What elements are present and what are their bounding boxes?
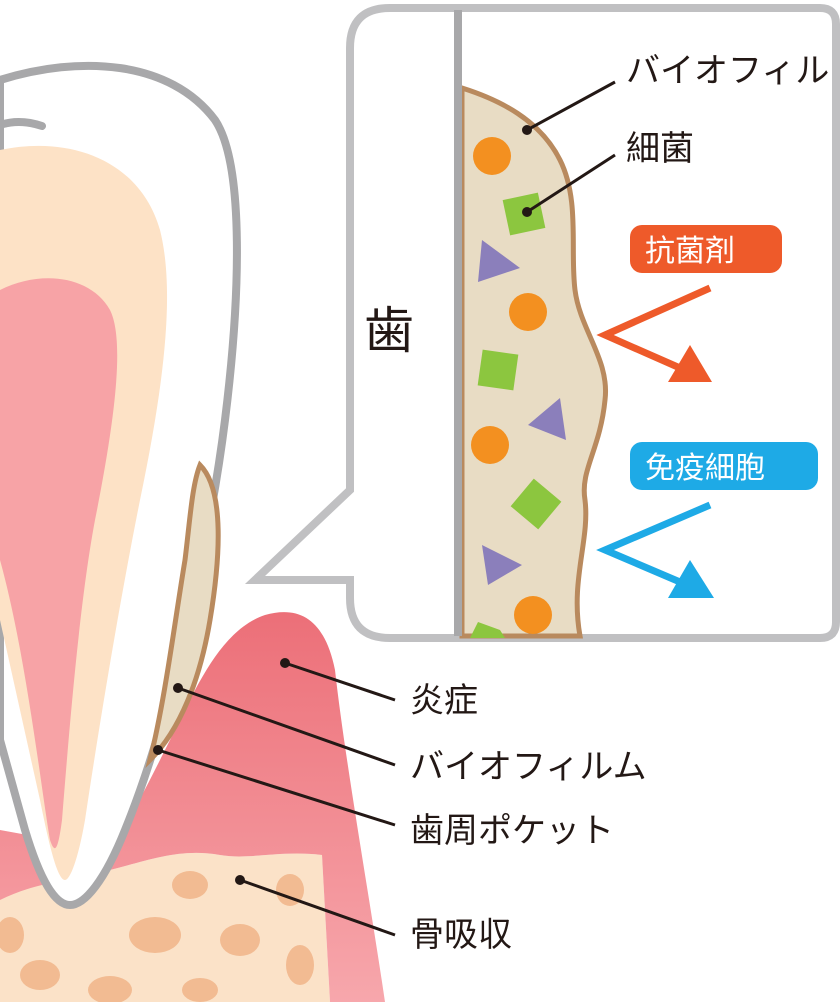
- bacteria-triangle: [482, 545, 522, 585]
- immune-arrow: [596, 501, 714, 598]
- bacteria-square: [470, 622, 505, 638]
- biofilm-label: バイオフィルム: [410, 747, 647, 787]
- antibacterial-arrow: [596, 284, 712, 382]
- bacteria-circle: [473, 137, 511, 175]
- tooth: [0, 61, 241, 910]
- zoom-callout: [244, 4, 840, 642]
- bacteria-circle: [509, 293, 547, 331]
- tooth-label: 歯: [364, 302, 414, 360]
- bacteria-circle: [471, 426, 509, 464]
- bacteria-square: [477, 349, 519, 391]
- periodontal-pocket-label: 歯周ポケット: [410, 811, 614, 851]
- biofilm-callout-label: バイオフィル: [626, 51, 829, 91]
- bone-resorption-label: 骨吸収: [410, 915, 512, 955]
- antibacterial-badge: [630, 225, 782, 273]
- bacteria: [470, 137, 566, 638]
- immune-cell-label: 免疫細胞: [645, 451, 765, 486]
- immune-badge: [630, 442, 818, 490]
- bacteria-label: 細菌: [626, 129, 694, 169]
- bacteria-triangle: [528, 398, 566, 440]
- tooth-biofilm: [145, 460, 221, 769]
- leader-lines: [157, 80, 616, 937]
- inflammation-label: 炎症: [410, 681, 478, 721]
- gum: [0, 612, 385, 1002]
- bacteria-circle: [514, 596, 552, 634]
- bacteria-square: [510, 478, 562, 530]
- bacteria-triangle: [478, 240, 520, 282]
- antibacterial-label: 抗菌剤: [645, 234, 735, 269]
